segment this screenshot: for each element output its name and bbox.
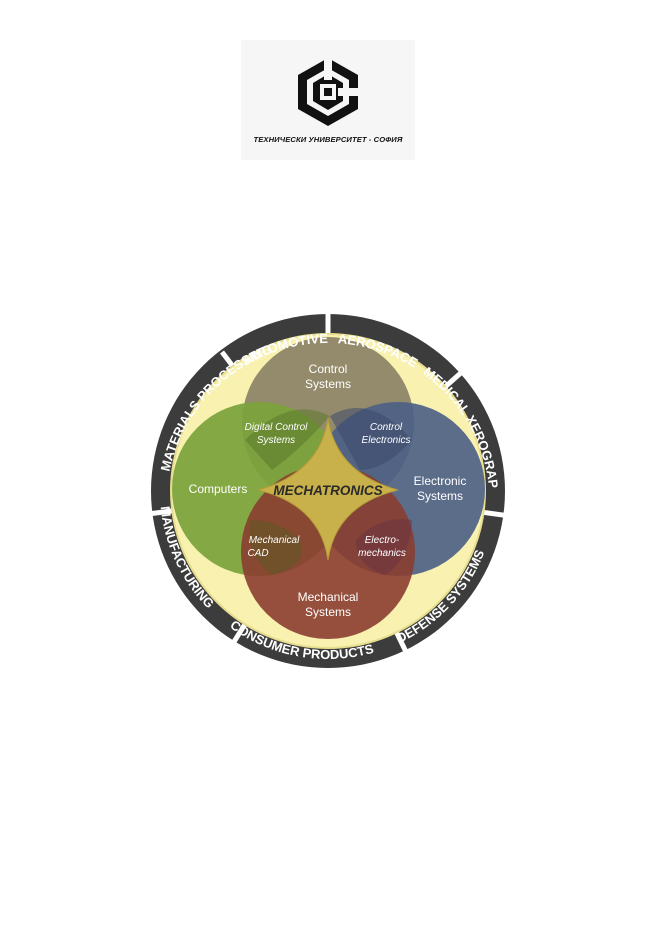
center-mechatronics-shape [256, 417, 400, 561]
label-control: Control [309, 362, 348, 376]
label-control-2: Systems [305, 377, 351, 391]
label-control-electronics-2: Electronics [362, 435, 411, 446]
overlap-electromechanics [355, 519, 412, 575]
label-mechanical-2: Systems [305, 605, 351, 619]
overlap-mechanical-cad [249, 520, 303, 575]
label-digital-control-2: Systems [257, 435, 295, 446]
label-mechanical-cad-2: CAD [247, 548, 268, 559]
label-electromechanics-2: mechanics [358, 548, 406, 559]
label-mechatronics: MECHATRONICS [273, 483, 382, 498]
logo: ТЕХНИЧЕСКИ УНИВЕРСИТЕТ - СОФИЯ [241, 40, 415, 160]
university-name: ТЕХНИЧЕСКИ УНИВЕРСИТЕТ - СОФИЯ [253, 135, 403, 144]
overlap-control-electronics [330, 408, 412, 470]
label-electronic-2: Systems [417, 489, 463, 503]
label-mechanical-cad: Mechanical [249, 535, 300, 546]
label-mechanical: Mechanical [298, 590, 359, 604]
label-computers: Computers [189, 482, 248, 496]
label-electromechanics: Electro- [365, 535, 400, 546]
label-digital-control: Digital Control [245, 422, 309, 433]
label-electronic: Electronic [414, 474, 467, 488]
venn [172, 337, 485, 639]
tu-sofia-emblem-icon [298, 58, 358, 126]
label-control-electronics: Control [370, 422, 403, 433]
overlap-digital-control [245, 409, 330, 470]
